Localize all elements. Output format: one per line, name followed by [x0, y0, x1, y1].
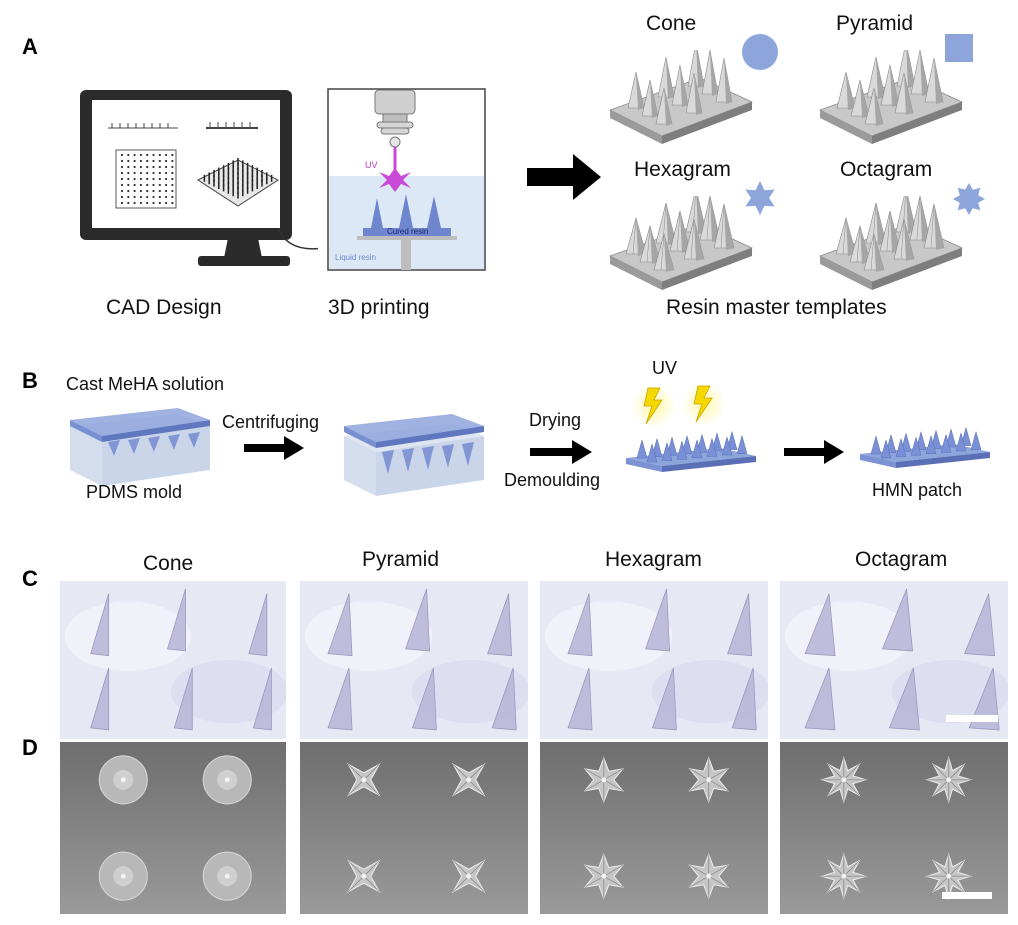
microneedle [964, 593, 996, 657]
panel-letter-d: D [22, 735, 38, 760]
six-point-star-icon [745, 181, 775, 215]
microneedle [252, 667, 272, 731]
microneedle [491, 667, 517, 731]
pyramid-sem-image [300, 742, 528, 914]
microneedle [804, 667, 836, 731]
microneedle [567, 593, 593, 657]
right-arrow-icon [244, 436, 304, 460]
microneedle [651, 667, 677, 731]
microneedle [881, 588, 914, 652]
octagram-micrograph [780, 581, 1008, 739]
microneedle [166, 588, 186, 652]
cast-solution-label: Cast MeHA solution [66, 374, 225, 394]
microneedle [645, 588, 670, 652]
template-pyramid-label: Pyramid [836, 12, 914, 35]
pdms-mold-cast-illustration [70, 408, 210, 486]
hmn-patch-label: HMN patch [872, 480, 963, 500]
octagram-sem-image [780, 742, 1008, 914]
uv-lightning-icon [632, 382, 726, 428]
demoulding-label: Demoulding [504, 470, 601, 490]
microneedle [248, 593, 268, 657]
octagram-template-illustration [818, 196, 964, 290]
microneedle [567, 667, 593, 731]
hexagram-micrograph [540, 581, 768, 739]
scale-bar [942, 892, 992, 899]
cone-template-illustration [608, 50, 754, 144]
scale-bar [946, 715, 998, 722]
square-icon [945, 34, 973, 62]
right-arrow-icon [527, 154, 601, 200]
col-header-pyramid: Pyramid [362, 548, 440, 571]
microneedle [731, 667, 757, 731]
hmn-patch-illustration [860, 426, 990, 468]
printer-illustration: UV Cured resin Liquid resin [327, 88, 486, 271]
microneedle [727, 593, 753, 657]
microneedle [968, 667, 1000, 731]
template-octagram-label: Octagram [840, 158, 933, 181]
microneedle [888, 667, 920, 731]
right-arrow-icon [784, 440, 844, 464]
microneedle [90, 593, 110, 657]
eight-point-star-icon [953, 183, 985, 215]
panel-letter-c: C [22, 566, 38, 591]
templates-label: Resin master templates [666, 296, 887, 319]
microneedle [804, 593, 836, 657]
uv-text-a: UV [365, 160, 378, 170]
pdms-mold-label: PDMS mold [86, 482, 183, 502]
template-hexagram-label: Hexagram [634, 158, 731, 181]
panel-letter-a: A [22, 34, 38, 59]
microneedle [405, 588, 430, 652]
centrifuging-label: Centrifuging [222, 412, 320, 432]
uv-label: UV [652, 358, 678, 378]
cad-monitor-illustration [80, 90, 318, 266]
microneedle [327, 593, 353, 657]
drying-label: Drying [529, 410, 582, 430]
col-header-cone: Cone [143, 552, 194, 575]
pyramid-template-illustration [818, 50, 964, 144]
panel-letter-b: B [22, 368, 38, 393]
liquid-resin-text: Liquid resin [335, 253, 376, 262]
col-header-hexagram: Hexagram [605, 548, 702, 571]
microneedle [327, 667, 353, 731]
pdms-mold-centrifuged-illustration [344, 414, 484, 496]
cone-sem-image [60, 742, 286, 914]
cured-resin-text: Cured resin [387, 227, 428, 236]
right-arrow-icon [530, 440, 592, 464]
uv-crosslink-patch-illustration [626, 430, 756, 472]
circle-icon [742, 34, 778, 70]
hexagram-sem-image [540, 742, 768, 914]
printing-label: 3D printing [328, 296, 430, 319]
cone-micrograph [60, 581, 286, 739]
microneedle [411, 667, 437, 731]
template-cone-label: Cone [646, 12, 697, 35]
hexagram-template-illustration [608, 196, 754, 290]
pyramid-micrograph [300, 581, 528, 739]
col-header-octagram: Octagram [855, 548, 948, 571]
microneedle [173, 667, 193, 731]
cad-design-label: CAD Design [106, 296, 222, 319]
microneedle [90, 667, 110, 731]
microneedle [487, 593, 513, 657]
